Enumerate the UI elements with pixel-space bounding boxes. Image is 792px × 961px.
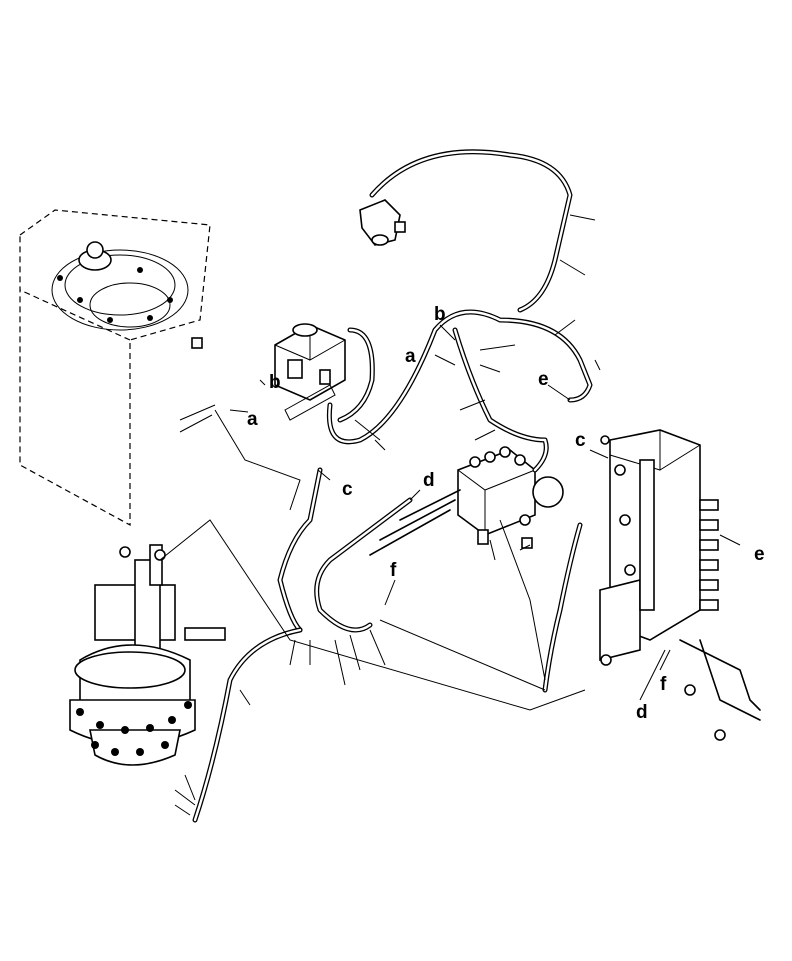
leader-lines (159, 214, 741, 816)
callout-c-valve: c (575, 430, 586, 451)
callout-labels: a b a b c c d d e e f f (247, 304, 765, 723)
callout-c-mid: c (342, 479, 353, 500)
callout-f-valve: f (660, 674, 667, 695)
callout-f-mid: f (390, 560, 397, 581)
control-valve (599, 429, 761, 741)
pilot-valve (274, 323, 346, 421)
callout-e-valve: e (754, 544, 765, 565)
swing-motor (69, 544, 226, 766)
callout-b-mid: b (434, 304, 446, 325)
central-manifold (457, 446, 564, 549)
callout-a-mid: a (405, 346, 416, 367)
callout-e-top: e (538, 369, 549, 390)
callout-a-tank: a (247, 409, 258, 430)
callout-b-tank: b (269, 372, 281, 393)
solenoid-valve (359, 199, 406, 246)
callout-d-mid: d (423, 470, 435, 491)
hydraulic-tank (19, 209, 211, 527)
callout-d-valve: d (636, 702, 648, 723)
hoses (192, 149, 593, 823)
